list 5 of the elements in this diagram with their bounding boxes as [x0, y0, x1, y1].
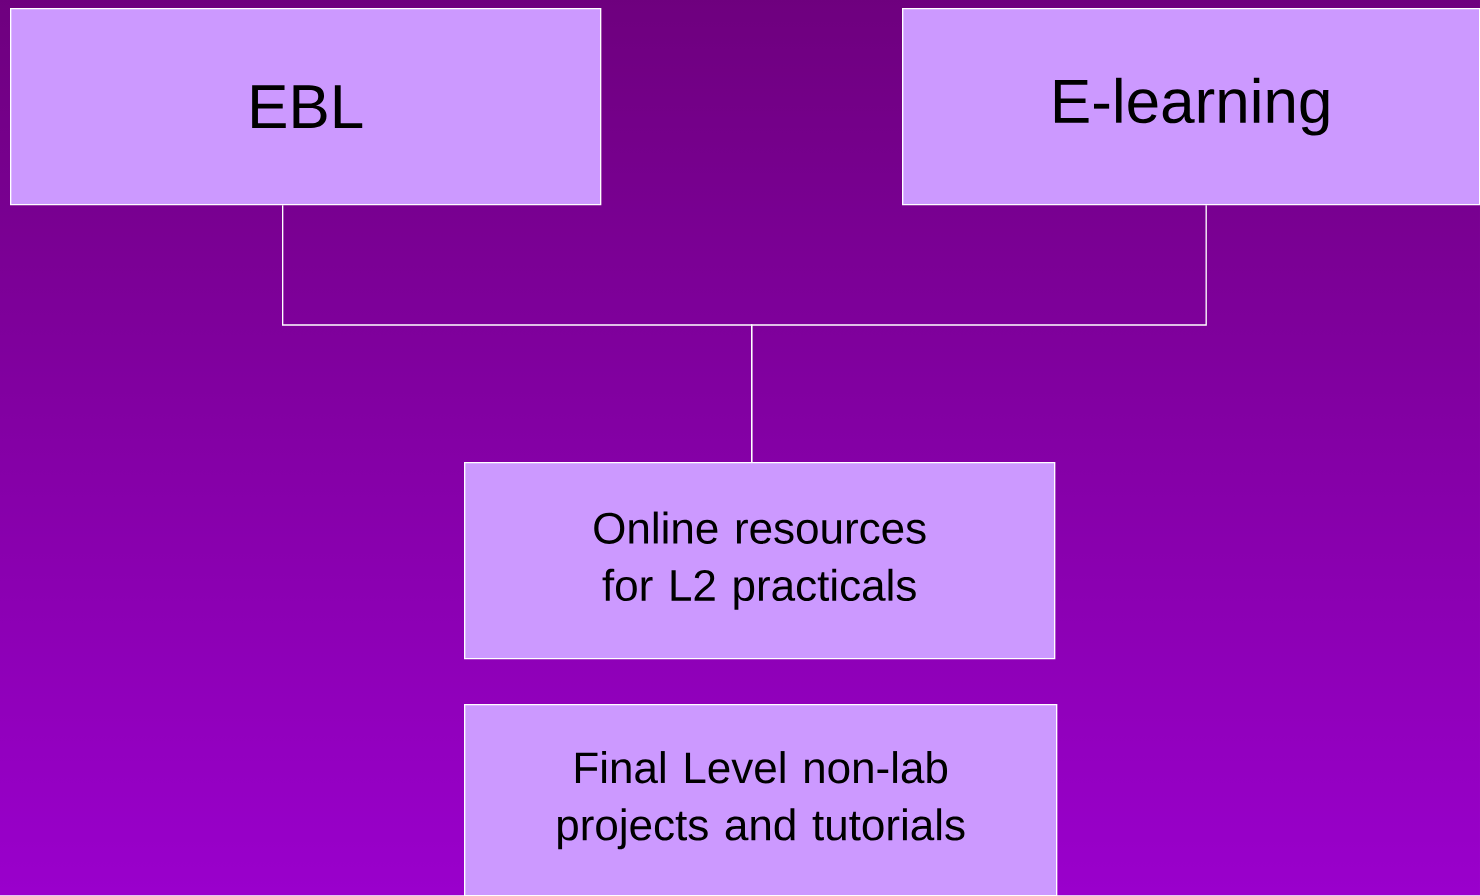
connector-line [751, 204, 1207, 463]
text-box: Final Level non-lab projects and tutorials [464, 704, 1058, 896]
text-box: EBL [10, 8, 602, 206]
text-box: Online resources for L2 practicals [464, 462, 1056, 660]
text-box: E-learning [902, 8, 1480, 206]
